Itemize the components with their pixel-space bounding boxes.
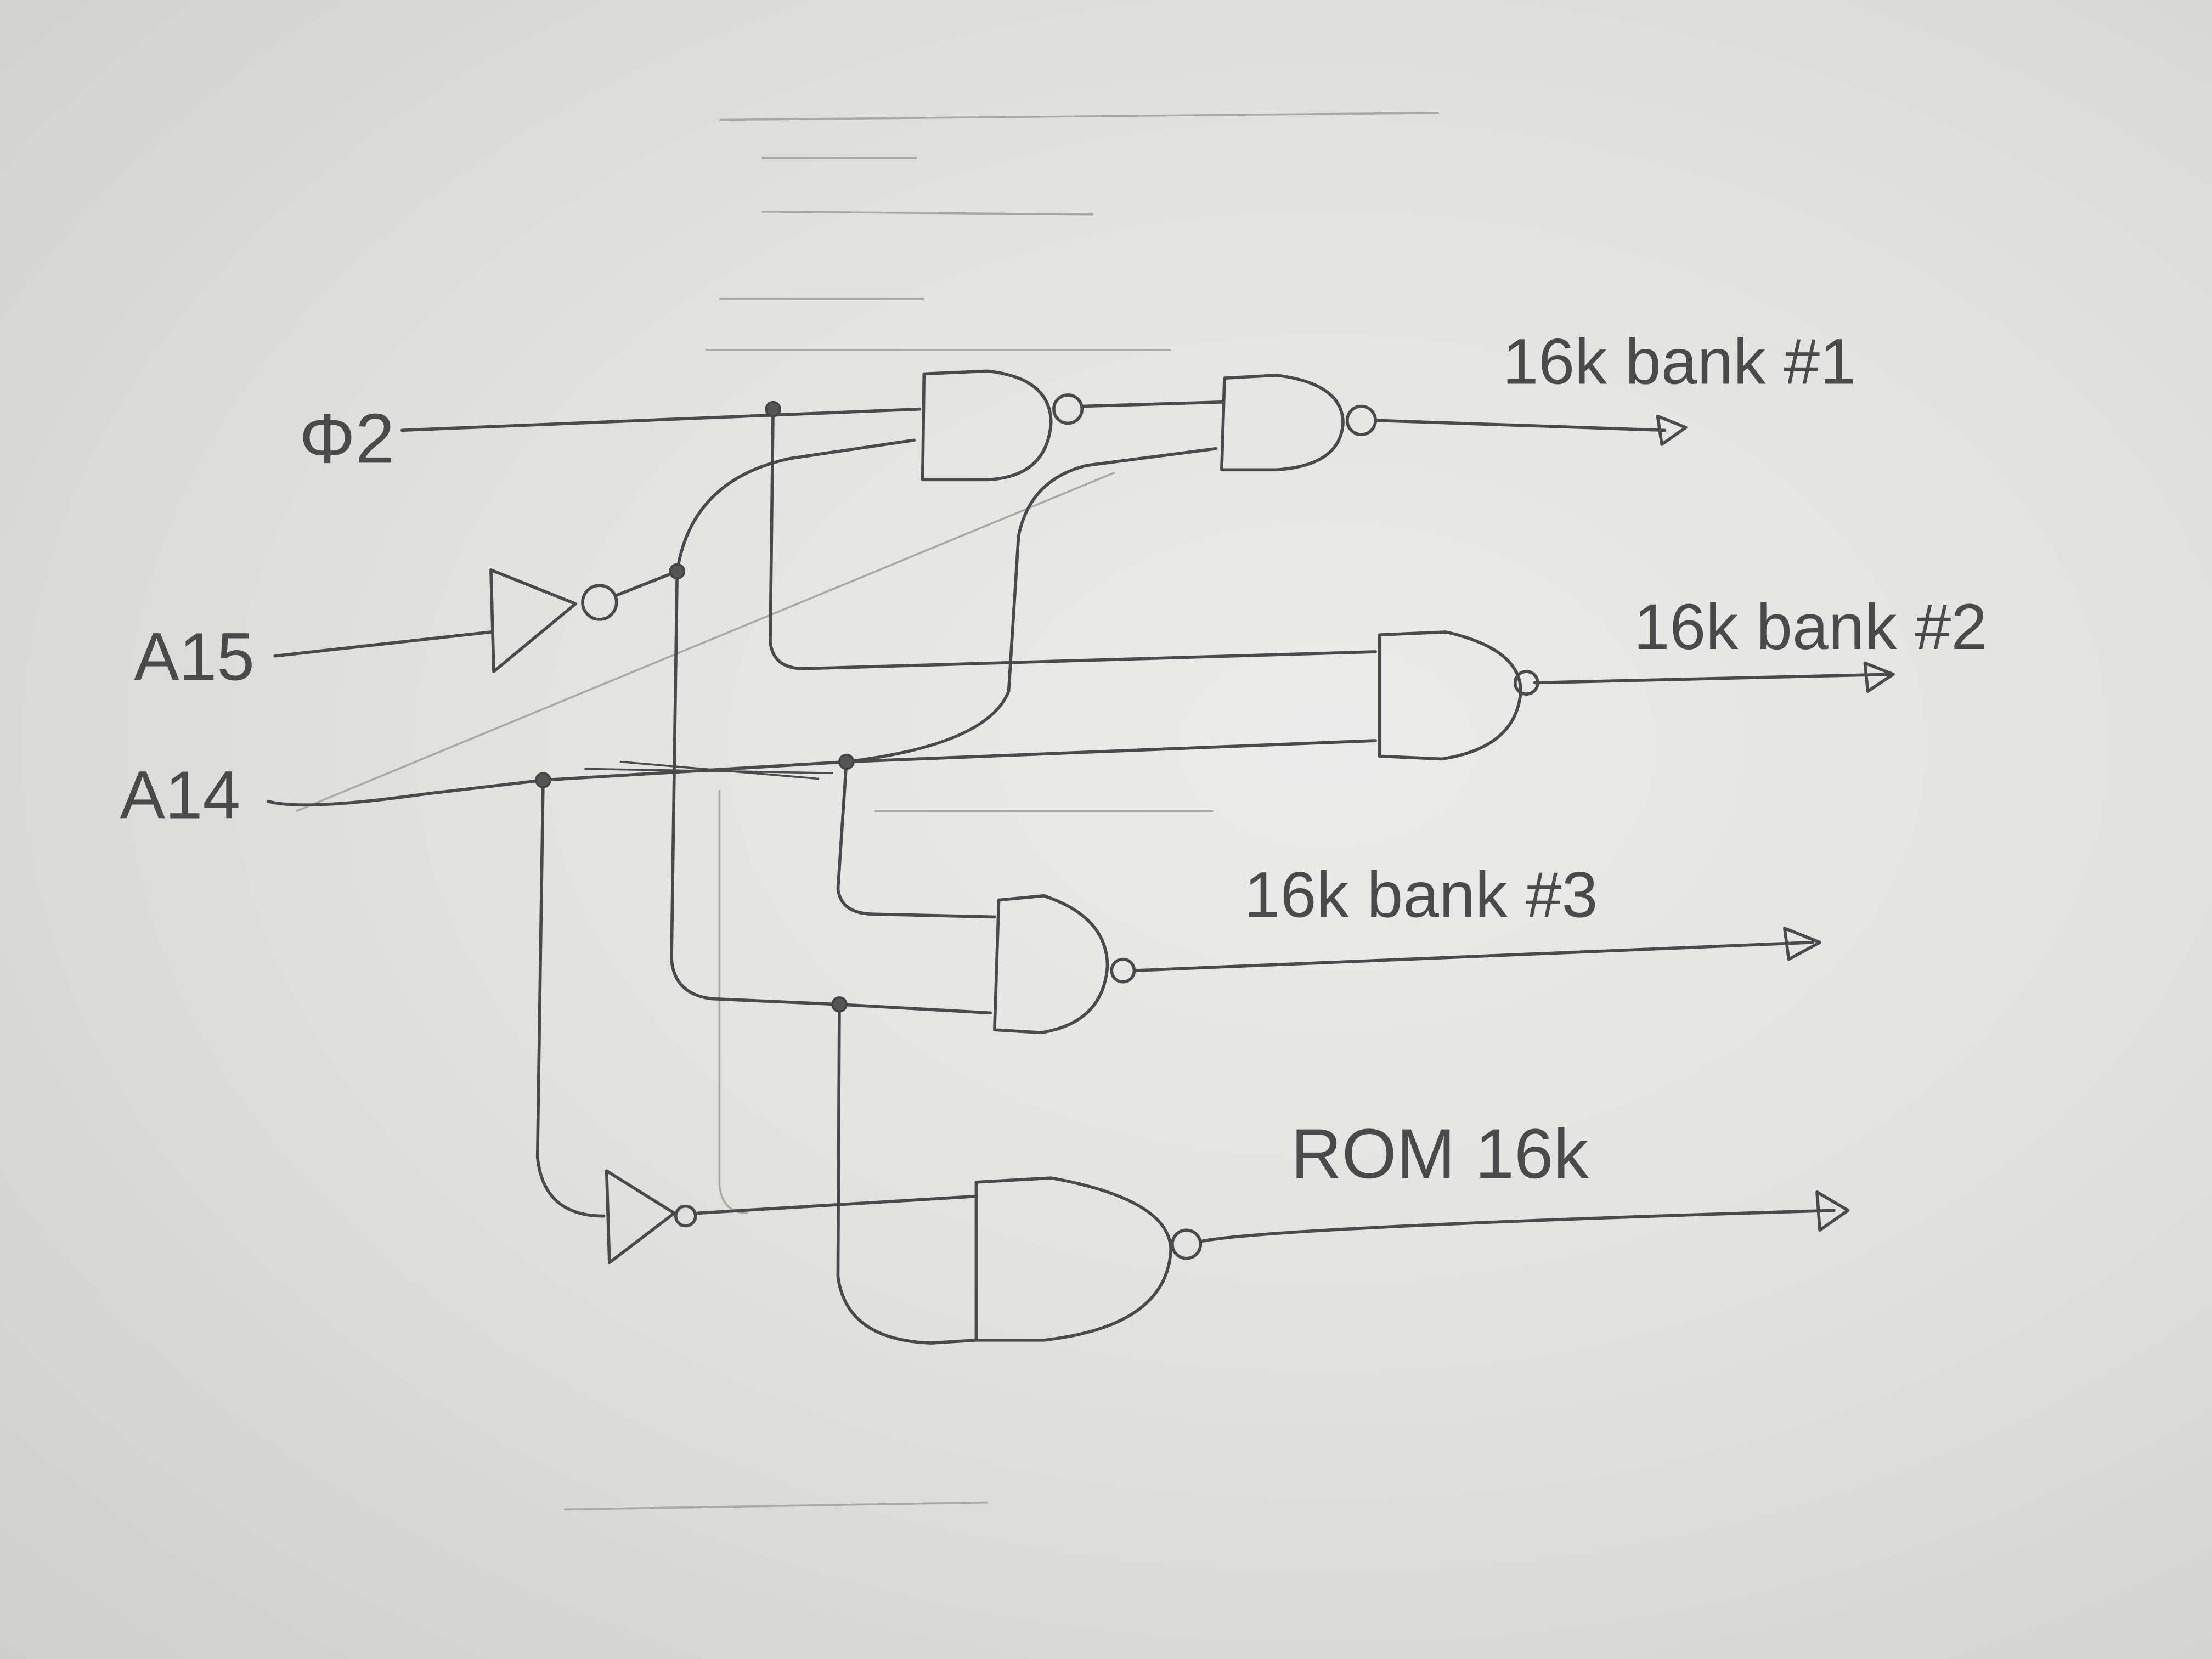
junction-dot <box>669 563 686 580</box>
junction-dot <box>535 772 551 788</box>
input-label-phi2: Φ2 <box>299 399 394 478</box>
output-label-bank1: 16k bank #1 <box>1503 325 1856 398</box>
nand-gate-4 <box>993 894 1136 1035</box>
output-label-rom: ROM 16k <box>1291 1115 1589 1193</box>
output-arrow-bank3 <box>1783 927 1821 961</box>
inverter-a15 <box>489 568 618 673</box>
inverter-a14 <box>605 1169 697 1265</box>
junction-dot <box>838 753 855 770</box>
nand-gate-3 <box>1378 630 1539 761</box>
output-arrow-bank2 <box>1863 661 1895 693</box>
junction-dot <box>831 996 848 1013</box>
input-label-a14: A14 <box>120 757 241 833</box>
junction-dot <box>765 400 781 417</box>
output-label-bank3: 16k bank #3 <box>1244 859 1598 931</box>
input-label-a15: A15 <box>134 619 255 695</box>
output-label-bank2: 16k bank #2 <box>1634 591 1987 663</box>
nand-gate-1 <box>921 369 1084 482</box>
nand-gate-5 <box>974 1176 1203 1342</box>
output-arrow-rom <box>1815 1190 1850 1232</box>
output-arrow-bank1 <box>1656 414 1688 446</box>
nand-gate-2 <box>1220 374 1377 472</box>
bleed-through-marks <box>296 111 1439 1511</box>
wires <box>266 400 1892 1345</box>
